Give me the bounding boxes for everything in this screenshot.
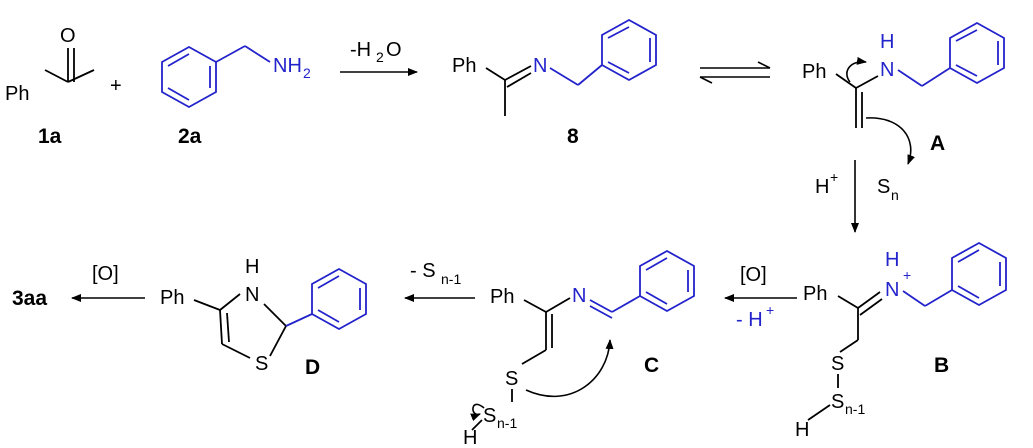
condition-h-plus: H +: [815, 169, 838, 198]
amine-hydrogen: H: [880, 31, 894, 53]
phenyl-label: Ph: [452, 55, 476, 77]
iminium-charge: +: [903, 267, 911, 283]
ring-nh-hydrogen: H: [245, 256, 259, 278]
compound-2a-structure: NH 2: [161, 45, 311, 109]
svg-text:+: +: [766, 302, 774, 318]
enamine-nitrogen: N: [880, 59, 894, 81]
sulfur-chain-subscript: n-1: [845, 401, 865, 417]
iminium-hydrogen: H: [885, 249, 899, 271]
compound-label-B: B: [934, 354, 949, 377]
compound-label-8: 8: [567, 125, 579, 148]
sulfur-chain-atom: S: [831, 391, 844, 413]
compound-label-2a: 2a: [178, 125, 202, 148]
equilibrium-arrows: [699, 61, 771, 84]
svg-text:n-1: n-1: [441, 271, 461, 287]
svg-text:-H: -H: [350, 39, 371, 61]
amine-label: NH: [273, 55, 302, 77]
cyclization-arrow: [525, 339, 614, 398]
condition-minus-proton: - H +: [736, 302, 774, 331]
phenyl-label: Ph: [490, 286, 514, 308]
compound-label-C: C: [644, 354, 659, 377]
imine-nitrogen: N: [533, 55, 547, 77]
product-label-3aa: 3aa: [12, 287, 47, 310]
ring-nitrogen: N: [245, 284, 259, 306]
condition-minus-water: -H 2 O: [350, 39, 402, 65]
imine-nitrogen: N: [572, 285, 586, 307]
condition-oxidation-2: [O]: [92, 263, 119, 285]
thiol-hydrogen: H: [795, 419, 809, 441]
compound-1a-structure: O Ph: [5, 25, 95, 105]
thiol-hydrogen: H: [463, 427, 477, 448]
svg-text:S: S: [877, 176, 890, 198]
svg-text:- S: - S: [410, 260, 436, 282]
svg-text:H: H: [815, 176, 829, 198]
phenyl-label: Ph: [803, 283, 827, 305]
compound-label-1a: 1a: [38, 125, 62, 148]
svg-text:2: 2: [376, 49, 384, 65]
sulfur-atom: S: [831, 353, 844, 375]
compound-label-D: D: [305, 356, 320, 379]
compound-A-structure: Ph H N: [802, 21, 1005, 165]
compound-C-structure: Ph N S S n-1 H: [463, 249, 695, 448]
oxygen-atom: O: [60, 25, 76, 47]
svg-text:n: n: [891, 187, 899, 203]
sulfur-chain-subscript: n-1: [497, 415, 517, 431]
phenyl-label: Ph: [802, 61, 826, 83]
svg-text:+: +: [830, 169, 838, 185]
phenyl-label: Ph: [160, 287, 184, 309]
compound-B-structure: Ph H N + S S n-1 H: [795, 241, 1007, 441]
sulfur-attack-arrow: [865, 117, 915, 165]
svg-text:- H: - H: [736, 309, 763, 331]
amine-subscript: 2: [303, 65, 311, 81]
condition-sulfur: S n: [877, 176, 899, 203]
condition-oxidation-1: [O]: [740, 264, 767, 286]
sulfur-atom: S: [505, 368, 518, 390]
sulfur-chain-atom: S: [483, 405, 496, 427]
ring-sulfur: S: [255, 353, 268, 375]
compound-D-structure: Ph S H N: [160, 256, 367, 375]
electron-push-arrow: [846, 56, 867, 83]
condition-minus-sulfur: - S n-1: [410, 260, 461, 287]
hydride-arrow: [470, 403, 485, 422]
phenyl-label: Ph: [5, 83, 29, 105]
iminium-nitrogen: N: [885, 279, 899, 301]
compound-label-A: A: [930, 132, 945, 155]
compound-8-structure: Ph N: [452, 18, 657, 116]
plus-sign: +: [110, 75, 122, 97]
svg-text:O: O: [386, 39, 402, 61]
